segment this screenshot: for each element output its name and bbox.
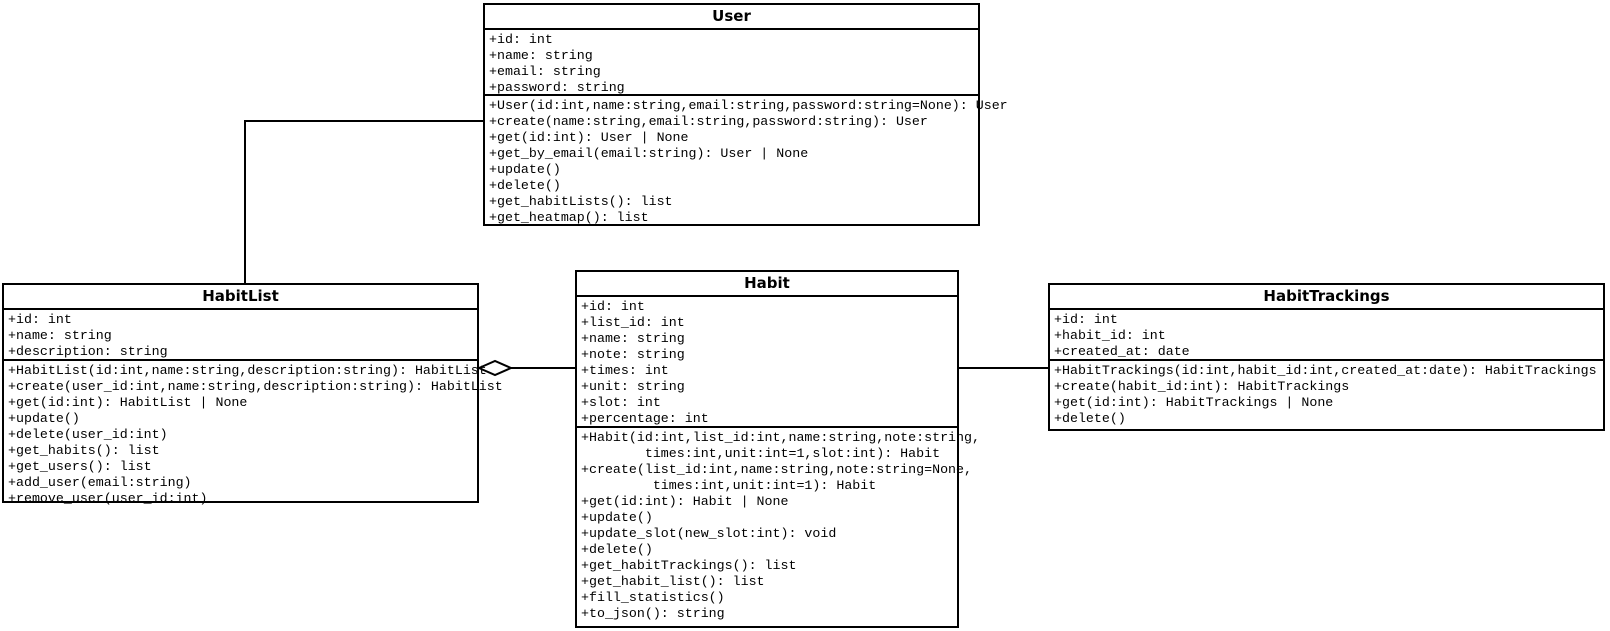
method-line: +create(name:string,email:string,passwor… (489, 114, 928, 129)
method-line: +update() (8, 411, 80, 426)
connector-user-habitlist-vertical (244, 120, 246, 285)
attribute-line: +slot: int (581, 395, 661, 410)
habittrackings-methods-section: +HabitTrackings(id:int,habit_id:int,crea… (1050, 361, 1603, 429)
method-line: +create(habit_id:int): HabitTrackings (1054, 379, 1350, 394)
method-line: +get_habits(): list (8, 443, 160, 458)
method-line: +Habit(id:int,list_id:int,name:string,no… (581, 430, 980, 445)
method-line: +get_habitTrackings(): list (581, 558, 797, 573)
method-line: +HabitTrackings(id:int,habit_id:int,crea… (1054, 363, 1597, 378)
class-title-habitlist: HabitList (4, 285, 477, 310)
method-line: times:int,unit:int=1): Habit (581, 478, 877, 493)
attribute-line: +password: string (489, 80, 625, 95)
attribute-line: +name: string (581, 331, 685, 346)
method-line: +get_heatmap(): list (489, 210, 649, 225)
class-box-habitlist: HabitList +id: int +name: string +descri… (2, 283, 503, 506)
attribute-line: +unit: string (581, 379, 685, 394)
habitlist-methods-section: +HabitList(id:int,name:string,descriptio… (4, 361, 503, 506)
attribute-line: +email: string (489, 64, 601, 79)
method-line: +delete() (1054, 411, 1126, 426)
method-line: +HabitList(id:int,name:string,descriptio… (8, 363, 487, 378)
method-line: +User(id:int,name:string,email:string,pa… (489, 98, 1008, 113)
attribute-line: +description: string (8, 344, 168, 359)
habit-methods-section: +Habit(id:int,list_id:int,name:string,no… (577, 428, 980, 626)
connector-habit-habittrackings (957, 367, 1050, 369)
attribute-line: +times: int (581, 363, 669, 378)
method-line: +get_habitLists(): list (489, 194, 673, 209)
attribute-line: +id: int (581, 299, 645, 314)
method-line: +create(list_id:int,name:string,note:str… (581, 462, 972, 477)
method-line: +update() (489, 162, 561, 177)
habitlist-attributes-section: +id: int +name: string +description: str… (4, 310, 477, 361)
method-line: +update_slot(new_slot:int): void (581, 526, 837, 541)
aggregation-diamond-icon (476, 359, 514, 377)
method-line: +update() (581, 510, 653, 525)
habit-attributes-section: +id: int +list_id: int +name: string +no… (577, 297, 957, 428)
attribute-line: +name: string (489, 48, 593, 63)
class-title-user: User (485, 5, 978, 30)
class-box-habittrackings: HabitTrackings +id: int +habit_id: int +… (1048, 283, 1605, 431)
class-title-habittrackings: HabitTrackings (1050, 285, 1603, 310)
method-line: times:int,unit:int=1,slot:int): Habit (581, 446, 941, 461)
method-line: +get(id:int): User | None (489, 130, 689, 145)
attribute-line: +created_at: date (1054, 344, 1190, 359)
method-line: +to_json(): string (581, 606, 725, 621)
method-line: +delete() (489, 178, 561, 193)
method-line: +get(id:int): Habit | None (581, 494, 789, 509)
attribute-line: +id: int (489, 32, 553, 47)
attribute-line: +id: int (8, 312, 72, 327)
method-line: +add_user(email:string) (8, 475, 192, 490)
method-line: +delete(user_id:int) (8, 427, 168, 442)
method-line: +delete() (581, 542, 653, 557)
connector-user-habitlist-horizontal (244, 120, 485, 122)
attribute-line: +list_id: int (581, 315, 685, 330)
method-line: +get_by_email(email:string): User | None (489, 146, 809, 161)
attribute-line: +percentage: int (581, 411, 709, 426)
attribute-line: +note: string (581, 347, 685, 362)
method-line: +get_users(): list (8, 459, 152, 474)
user-methods-section: +User(id:int,name:string,email:string,pa… (485, 96, 1008, 225)
attribute-line: +name: string (8, 328, 112, 343)
method-line: +get(id:int): HabitTrackings | None (1054, 395, 1334, 410)
method-line: +get(id:int): HabitList | None (8, 395, 248, 410)
method-line: +get_habit_list(): list (581, 574, 765, 589)
method-line: +fill_statistics() (581, 590, 725, 605)
class-title-habit: Habit (577, 272, 957, 297)
attribute-line: +id: int (1054, 312, 1118, 327)
connector-habitlist-habit (477, 367, 577, 369)
habittrackings-attributes-section: +id: int +habit_id: int +created_at: dat… (1050, 310, 1603, 361)
class-box-habit: Habit +id: int +list_id: int +name: stri… (575, 270, 980, 628)
attribute-line: +habit_id: int (1054, 328, 1166, 343)
user-attributes-section: +id: int +name: string +email: string +p… (485, 30, 978, 96)
method-line: +remove_user(user_id:int) (8, 491, 208, 506)
method-line: +create(user_id:int,name:string,descript… (8, 379, 503, 394)
class-box-user: User +id: int +name: string +email: stri… (483, 3, 1008, 226)
